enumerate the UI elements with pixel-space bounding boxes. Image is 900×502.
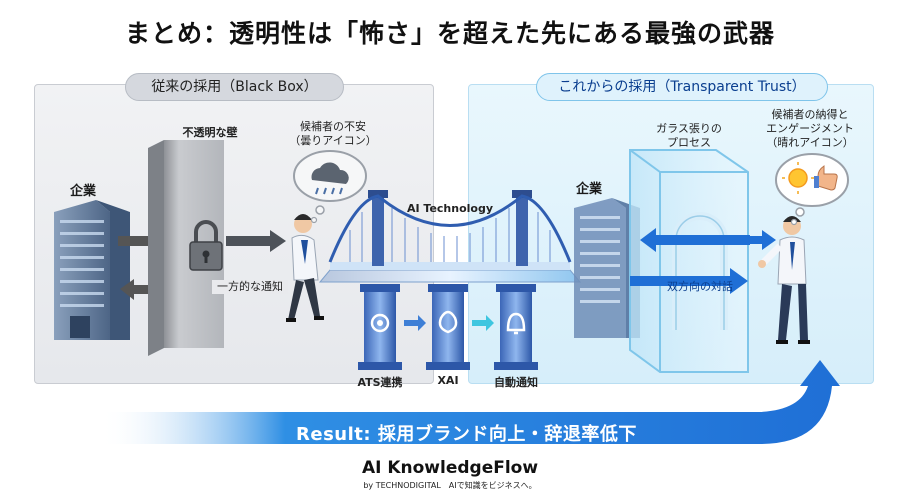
candidate-anxiety-label: 候補者の不安 （曇りアイコン）: [288, 120, 378, 148]
brand-tagline: by TECHNODIGITAL AIで知識をビジネスへ。: [363, 481, 537, 490]
sunny-thumbs-up-cloud-icon: [775, 153, 849, 226]
bell-icon: [506, 312, 526, 335]
pillar-xai-label: XAI: [437, 374, 459, 387]
opaque-wall: [148, 140, 224, 356]
brain-icon: [438, 310, 458, 334]
pillar-notification: [494, 284, 538, 370]
ai-technology-bridge: [318, 190, 582, 283]
two-way-dialogue-arrows: [630, 228, 776, 294]
padlock-icon: [189, 220, 223, 271]
result-arrow: [100, 360, 840, 444]
one-way-notice-label: 一方的な通知: [212, 280, 288, 294]
pillar-ats-label: ATS連携: [357, 376, 403, 389]
legacy-company-label: 企業: [70, 184, 97, 199]
glass-process-label-line2: プロセス: [667, 136, 711, 149]
ai-technology-label: AI Technology: [406, 202, 494, 215]
glass-process-box: [629, 149, 749, 373]
worried-candidate-figure: [286, 214, 324, 322]
glass-process-label-line1: ガラス張りの: [656, 122, 722, 135]
candidate-engagement-label-line3: （晴れアイコン）: [766, 136, 854, 149]
pillar-notification-label: 自動通知: [494, 376, 538, 389]
glass-process-label: ガラス張りの プロセス: [644, 122, 734, 150]
transparent-company-label: 企業: [576, 182, 603, 197]
candidate-anxiety-label-line1: 候補者の不安: [300, 120, 366, 133]
two-way-dialogue-label: 双方向の対話: [667, 280, 733, 293]
legacy-company-building-icon: [54, 200, 130, 340]
candidate-engagement-label: 候補者の納得と エンゲージメント （晴れアイコン）: [760, 108, 860, 150]
candidate-anxiety-label-line2: （曇りアイコン）: [289, 134, 377, 147]
pillar-ats: [358, 284, 402, 370]
anxiety-cloud-icon: [293, 150, 367, 224]
result-text: Result: 採用ブランド向上・辞退率低下: [296, 424, 637, 445]
transparent-hiring-header: これからの採用（Transparent Trust）: [536, 73, 828, 101]
legacy-hiring-header: 従来の採用（Black Box）: [125, 73, 344, 101]
candidate-engagement-label-line2: エンゲージメント: [766, 122, 854, 135]
opaque-wall-label: 不透明な壁: [182, 126, 238, 139]
candidate-engagement-label-line1: 候補者の納得と: [771, 108, 849, 121]
brand-name: AI KnowledgeFlow: [361, 458, 539, 478]
page-title: まとめ：透明性は「怖さ」を超えた先にある最強の武器: [124, 19, 775, 48]
pillar-xai: [426, 284, 470, 370]
gear-icon: [370, 313, 390, 333]
